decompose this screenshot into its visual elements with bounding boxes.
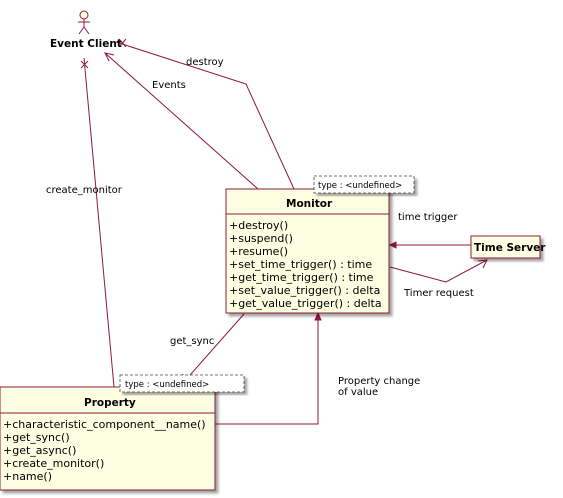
- property-class[interactable]: Property +characteristic_component__name…: [0, 386, 216, 491]
- monitor-template-box: [313, 175, 415, 194]
- edge-get-sync[interactable]: [182, 313, 245, 384]
- property-op-1: +get_sync(): [3, 431, 70, 444]
- monitor-box: [225, 188, 390, 314]
- property-op-4: +name(): [3, 470, 52, 483]
- property-change-arrowhead: [314, 311, 322, 321]
- monitor-op-3: +set_time_trigger() : time: [229, 258, 372, 271]
- property-template-box: [119, 374, 245, 393]
- property-op-0: +characteristic_component__name(): [3, 418, 206, 431]
- event-client-actor[interactable]: [78, 10, 90, 35]
- property-op-3: +create_monitor(): [3, 457, 104, 470]
- monitor-template-text: type : <undefined>: [318, 181, 402, 191]
- edge-create-monitor[interactable]: [83, 57, 115, 388]
- edge-events[interactable]: [104, 52, 259, 190]
- monitor-title: Monitor: [286, 198, 333, 210]
- timer-request-arrowhead: [477, 259, 488, 269]
- actor-head: [79, 10, 89, 20]
- create-monitor-x-marker: [80, 60, 89, 69]
- connectors: [80, 38, 488, 425]
- time-trigger-arrowhead: [388, 241, 397, 249]
- property-op-2: +get_async(): [3, 444, 76, 457]
- actor-right-leg: [83, 26, 90, 35]
- edge-timer-request[interactable]: [389, 259, 488, 283]
- time-server-title: Time Server: [474, 242, 546, 254]
- label-time-trigger: time trigger: [398, 212, 458, 223]
- property-box: [0, 386, 216, 491]
- label-timer-request: Timer request: [403, 288, 474, 299]
- label-events: Events: [152, 80, 186, 91]
- time-server-box: [470, 235, 541, 259]
- property-template-text: type : <undefined>: [125, 380, 209, 390]
- actor-left-leg: [78, 26, 85, 35]
- monitor-op-1: +suspend(): [229, 232, 293, 245]
- monitor-template-param: type : <undefined>: [313, 175, 415, 194]
- monitor-op-4: +get_time_trigger() : time: [229, 271, 374, 284]
- property-template-param: type : <undefined>: [119, 374, 245, 393]
- monitor-class[interactable]: Monitor +destroy() +suspend() +resume() …: [225, 188, 390, 314]
- events-arrowhead: [104, 52, 115, 62]
- property-title: Property: [84, 397, 136, 409]
- destroy-x-marker: [118, 38, 127, 48]
- monitor-op-6: +get_value_trigger() : delta: [229, 297, 382, 310]
- monitor-op-0: +destroy(): [229, 219, 288, 232]
- label-get-sync: get_sync: [170, 336, 214, 347]
- label-destroy: destroy: [186, 57, 224, 68]
- edge-destroy[interactable]: [115, 41, 295, 190]
- monitor-op-5: +set_value_trigger() : delta: [229, 284, 380, 297]
- time-server-class[interactable]: Time Server: [470, 235, 546, 259]
- event-client-label: Event Client: [50, 38, 122, 50]
- edge-property-change[interactable]: [215, 313, 319, 425]
- monitor-op-2: +resume(): [229, 245, 288, 258]
- label-property-change-1: Property change: [338, 376, 420, 387]
- label-property-change-2: of value: [338, 387, 378, 398]
- label-create-monitor: create_monitor: [46, 185, 123, 196]
